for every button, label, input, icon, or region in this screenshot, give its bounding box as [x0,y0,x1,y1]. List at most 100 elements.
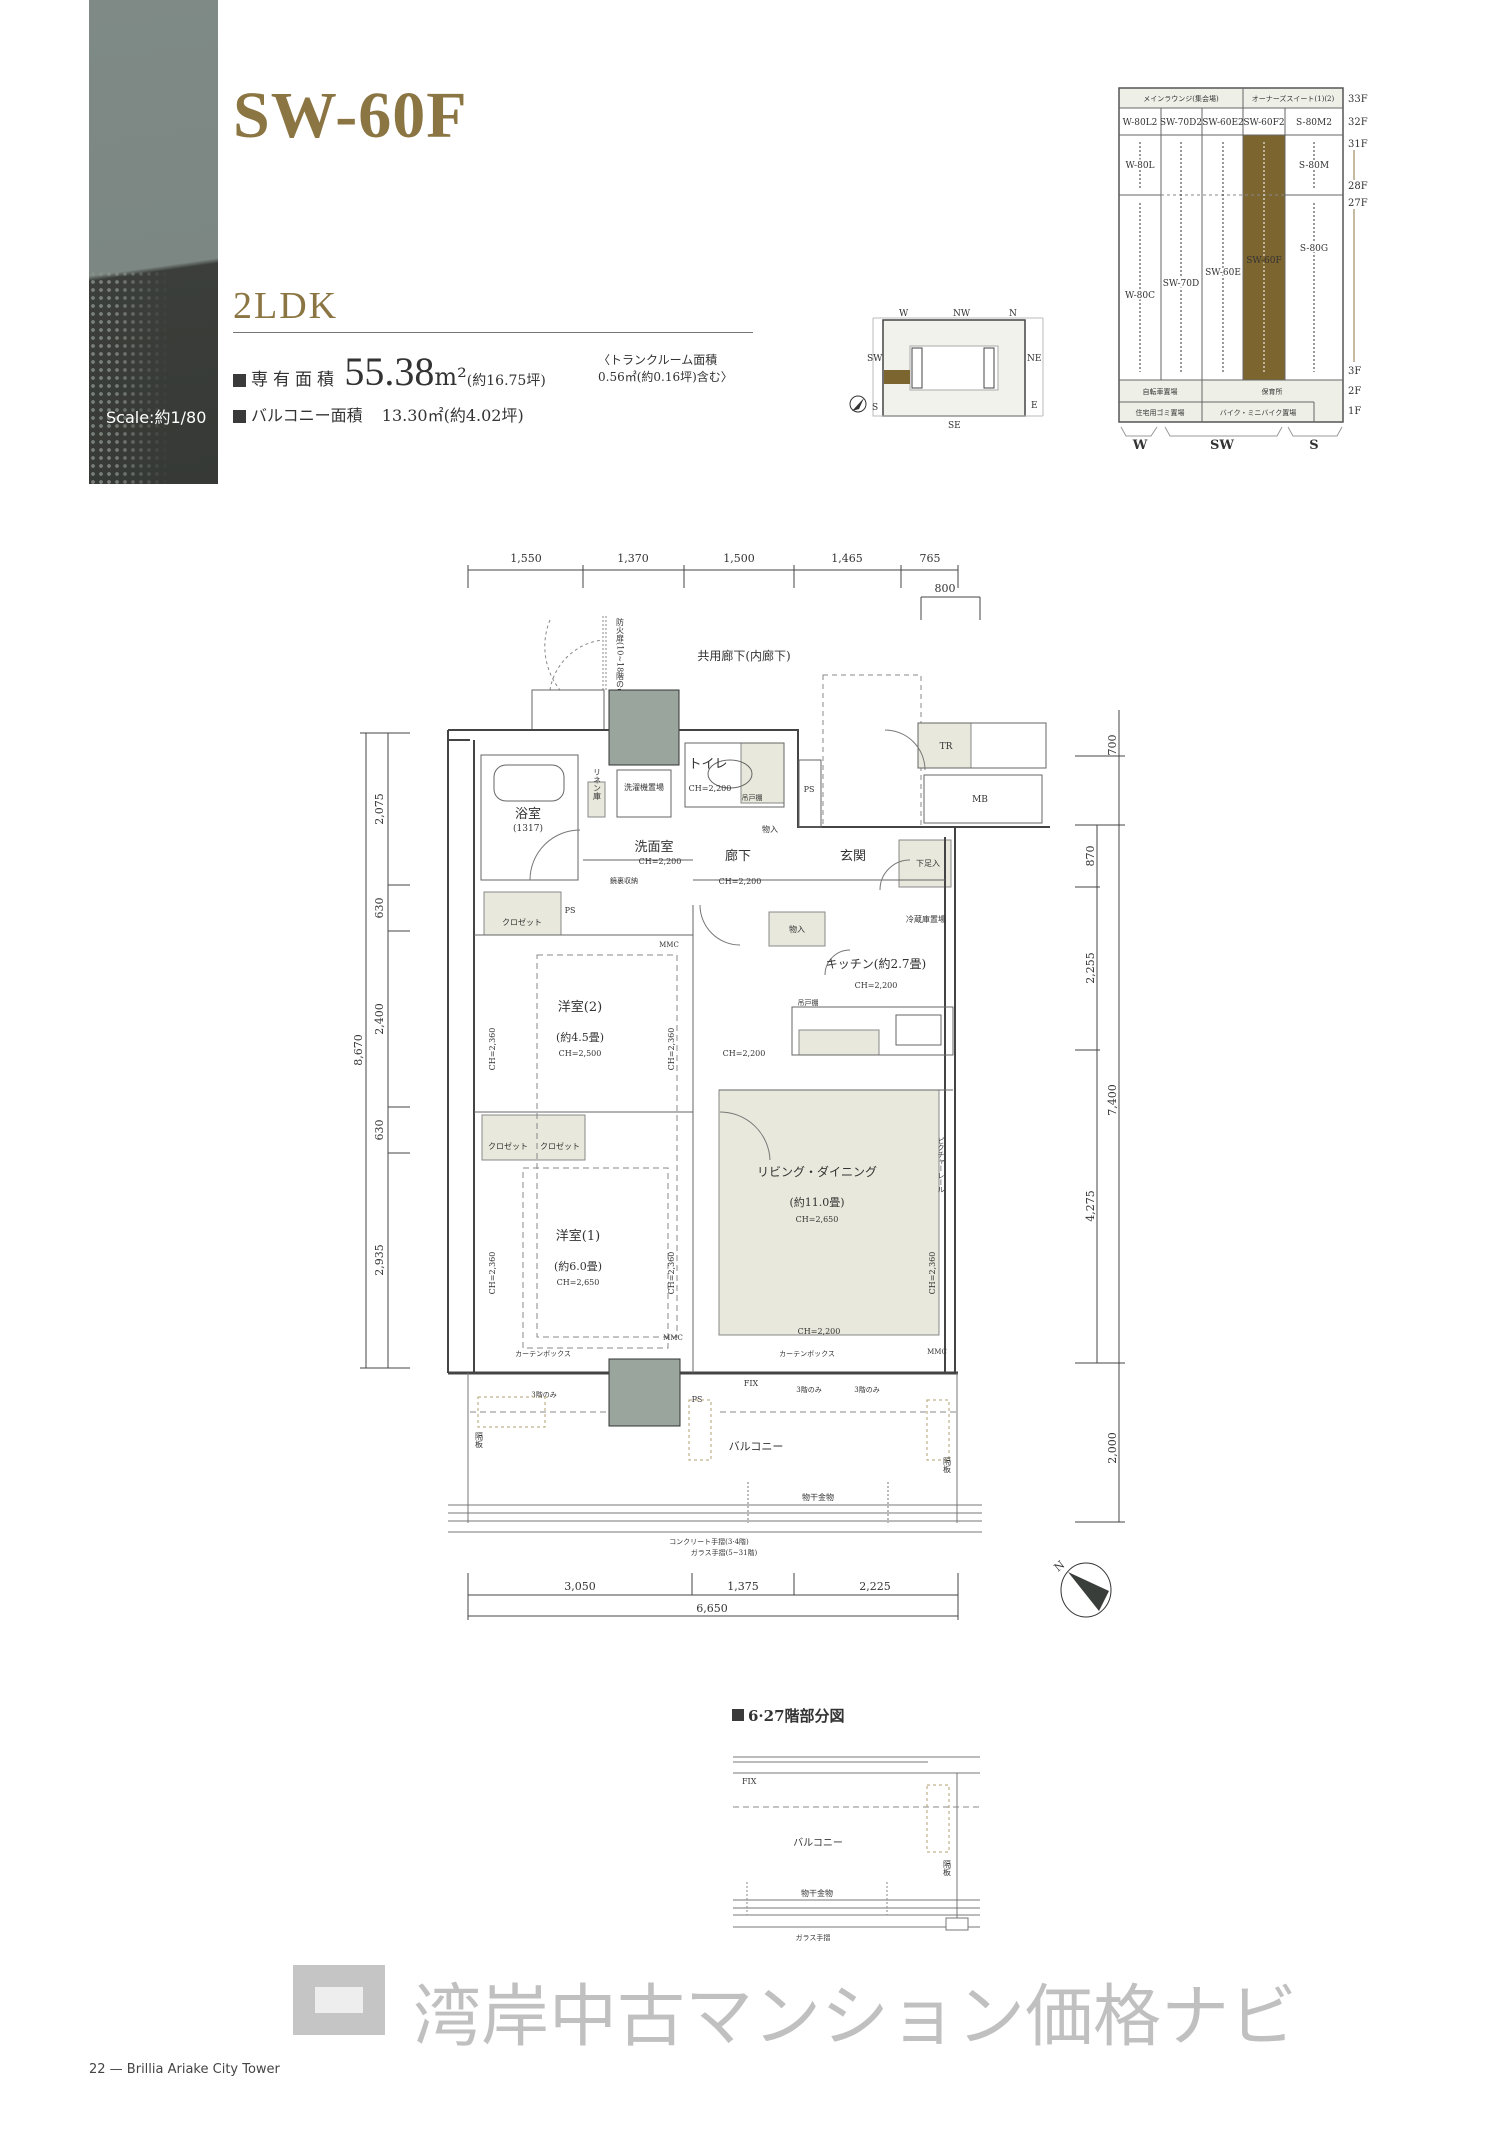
exclusive-value: 55.38 [344,349,435,394]
shoe-closet-label: 下足入 [916,859,940,868]
room-size: (1317) [513,823,543,834]
floor-label: 32F [1348,117,1368,128]
dim-label: 1,550 [510,552,542,565]
exclusive-label: 専有面積 [251,370,339,390]
stack-cell: S-80M2 [1296,118,1332,128]
ceiling-height: CH=2,200 [639,857,682,866]
dim-label: 2,075 [373,793,386,825]
watermark: 湾岸中古マンション価格ナビ [293,1965,1297,2057]
floor-label: 28F [1348,181,1368,192]
wing-label: W [1132,438,1148,453]
dim-label: 1,465 [831,552,863,565]
ceiling-height: CH=2,360 [488,1252,497,1295]
dim-label: 3,050 [564,1580,596,1593]
mmc-label: MMC [663,1334,683,1342]
room-hall: 廊下 [725,848,751,864]
closet-label: クロゼット [488,1141,528,1151]
dim-label: 1,370 [617,552,649,565]
railing-note: コンクリート手摺(3·4階) [669,1537,749,1546]
dim-label: 2,255 [1084,952,1097,984]
mmc-label: MMC [659,941,679,949]
fridge-space-label: 冷蔵庫置場 [906,914,946,924]
ceiling-height: CH=2,360 [667,1028,676,1071]
bullet-icon [233,374,246,387]
header-band [89,0,218,484]
fix-window-label: FIX [742,1777,757,1786]
storage-label: 物入 [789,924,805,934]
stack-cell: W-80L [1125,161,1154,171]
ceiling-height: CH=2,360 [667,1252,676,1295]
stack-cell: W-80C [1125,291,1155,301]
dir-se: SE [948,421,961,431]
balcony-label: バルコニー面積 [251,406,363,425]
layout-type: 2LDK [233,285,339,327]
floor-label: 31F [1348,139,1368,150]
drying-rack-label: 物干金物 [802,1492,834,1502]
top-dimensions [467,565,981,620]
trunk-line-1: 〈トランクルーム面積 [598,353,718,367]
ceiling-height: CH=2,200 [798,1327,841,1336]
railing-note: ガラス手摺(5~31階) [691,1548,758,1557]
linen-closet-label: リネン庫 [593,768,602,801]
dim-label: 870 [1084,846,1097,867]
dim-label: 2,400 [373,1003,386,1035]
dim-label: 6,650 [696,1602,728,1615]
dir-n: N [1009,309,1017,319]
ceiling-height: CH=2,360 [488,1028,497,1071]
shelf-label: 吊戸棚 [798,998,819,1007]
curtain-box-label: カーテンボックス [779,1350,835,1358]
stack-cell: S-80M [1299,161,1329,171]
room-bedroom-2: 洋室(2) [558,999,602,1015]
floor-plan: 1,550 1,370 1,500 1,465 765 800 2,075 63… [352,552,1125,1620]
mirror-storage-label: 鏡裏収納 [610,876,638,885]
stack-cell-current: SW-60F [1246,256,1282,266]
dim-label: 4,275 [1084,1190,1097,1222]
room-kitchen: キッチン(約2.7畳) [826,956,926,971]
ceiling-height: CH=2,500 [559,1049,602,1058]
fix-window-label: FIX [744,1379,759,1388]
corridor-label: 共用廊下(内廊下) [697,648,790,663]
room-bedroom-1: 洋室(1) [556,1228,600,1244]
compass-icon: N [1052,1558,1112,1618]
exclusive-tsubo: (約16.75坪) [466,373,546,389]
floor-label: 3F [1348,366,1361,377]
dim-label: 800 [935,582,956,595]
dim-label: 8,670 [352,1034,365,1066]
structural-column [608,1358,681,1427]
fire-door-label: 防火扉(10~18階のみ) [616,617,625,699]
dim-label: 1,375 [727,1580,759,1593]
ceiling-height: CH=2,200 [689,784,732,793]
trunk-room-label: TR [940,742,953,752]
dim-label: 765 [920,552,941,565]
room-bath: 浴室 [515,806,541,822]
trunk-line-2: 0.56㎡(約0.16坪)含む〉 [598,370,733,384]
dim-label: 1,500 [723,552,755,565]
stack-cell: 住宅用ゴミ置場 [1136,408,1185,417]
railing-note: ガラス手摺 [796,1933,831,1942]
stack-cell: W-80L2 [1123,118,1158,128]
exclusive-area: 専有面積 55.38m²(約16.75坪) [233,348,546,395]
wing-label: S [1309,438,1318,453]
dot-pattern [89,270,169,484]
structural-column [608,689,680,766]
stack-cell: SW-70D2 [1160,118,1202,128]
stack-cell: SW-60E [1205,268,1241,278]
curtain-box-label: カーテンボックス [515,1350,571,1358]
stack-diagram: メインラウンジ(集会場) オーナーズスイート(1)(2) W-80L2 SW-7… [1118,87,1368,453]
room-living-dining: リビング・ダイニング [757,1164,877,1179]
stack-cell: SW-60F2 [1243,118,1284,128]
room-entrance: 玄関 [840,849,866,864]
compass-small-icon [849,395,867,413]
mmc-label: MMC [927,1348,947,1356]
stack-cell: バイク・ミニバイク置場 [1220,408,1297,417]
room-washroom: 洗面室 [634,839,673,855]
watermark-logo [293,1965,385,2035]
trunk-room-note: 〈トランクルーム面積 0.56㎡(約0.16坪)含む〉 [598,352,733,386]
ceiling-height: CH=2,360 [928,1252,937,1295]
ceiling-height: CH=2,200 [855,981,898,990]
dim-label: 630 [373,898,386,919]
room-size: (約4.5畳) [556,1030,604,1044]
stack-cell: S-80G [1300,244,1328,254]
floor-label: 1F [1348,406,1361,417]
